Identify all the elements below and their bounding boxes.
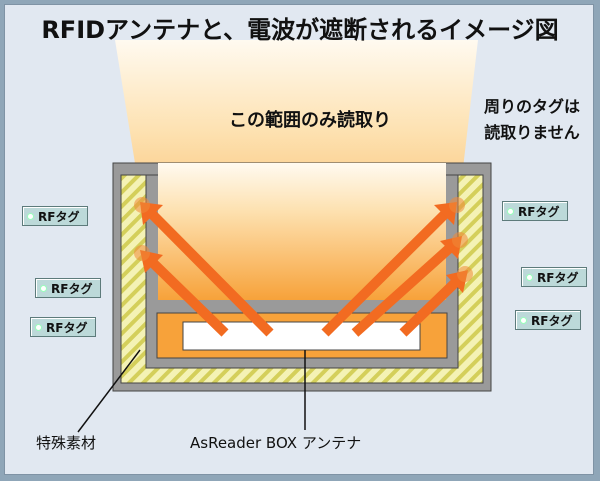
rf-tag-label: RFタグ [537, 270, 579, 285]
tag-dot-icon [40, 284, 47, 292]
not-read-caption-line-1: 周りのタグは [483, 97, 580, 116]
tag-dot-icon [526, 273, 533, 281]
rf-tag: RFタグ [22, 206, 89, 226]
tag-dot-icon [35, 323, 42, 331]
rf-tag: RFタグ [35, 278, 102, 298]
rf-tag-label: RFタグ [531, 313, 573, 328]
blocked-glow [134, 197, 473, 282]
rf-tag-label: RFタグ [51, 281, 93, 296]
radio-wave-arrows [146, 208, 462, 337]
rf-tag: RFタグ [502, 201, 569, 221]
rf-tag: RFタグ [521, 267, 588, 287]
page-title: RFIDアンテナと、電波が遮断されるイメージ図 [41, 16, 559, 44]
rf-tag-label: RFタグ [38, 209, 80, 224]
not-read-caption: 周りのタグは 読取りません [468, 94, 596, 146]
tag-dot-icon [27, 212, 34, 220]
material-leader-line [77, 349, 141, 433]
tag-dot-icon [507, 207, 514, 215]
material-label: 特殊素材 [36, 434, 97, 452]
inner-cavity [158, 163, 446, 300]
rf-tag-label: RFタグ [46, 320, 88, 335]
rf-tag-label: RFタグ [518, 204, 560, 219]
rf-tag: RFタグ [515, 310, 582, 330]
tag-dot-icon [520, 316, 527, 324]
antenna-label: AsReader BOX アンテナ [190, 434, 362, 452]
read-area-caption: この範囲のみ読取り [229, 110, 391, 131]
rf-tag: RFタグ [30, 317, 97, 337]
not-read-caption-line-2: 読取りません [484, 123, 580, 142]
